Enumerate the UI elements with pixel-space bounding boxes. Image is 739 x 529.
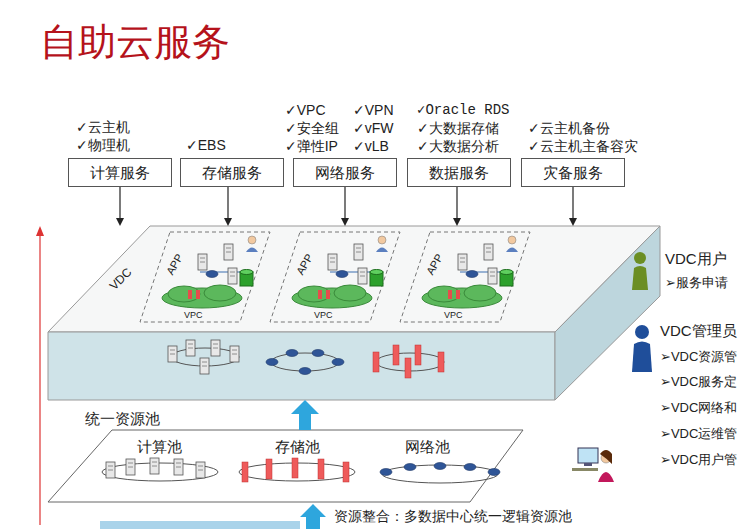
vpc-label: VPC	[314, 310, 333, 321]
app-panel: APP VPC	[270, 232, 400, 322]
pool-label: 计算池	[137, 438, 182, 456]
service-label: 网络服务	[315, 159, 375, 186]
check-item: ✓云主机备份	[528, 120, 610, 137]
check-item: ✓大数据存储	[417, 120, 499, 137]
panel-label: APP	[164, 252, 186, 278]
vpc-label: VPC	[444, 310, 463, 321]
role-title: VDC管理员	[660, 322, 737, 340]
check-item: ✓Oracle RDS	[417, 102, 509, 119]
layer-label: 统一资源池	[85, 410, 160, 428]
check-item: ✓云主机主备容灾	[528, 138, 638, 155]
check-item: ✓vFW	[353, 120, 394, 137]
check-item: ✓弹性IP	[285, 138, 338, 155]
check-item: ✓云主机	[76, 119, 130, 136]
resource-layer: 统一资源池	[48, 332, 658, 400]
service-label: 计算服务	[90, 159, 150, 186]
service-box: ✓VPC✓VPN✓安全组✓vFW✓弹性IP✓vLB网络服务	[293, 158, 397, 187]
pool-plane: 计算池 存储池 网络池	[48, 430, 523, 502]
title: 自助云服务	[40, 20, 230, 66]
arrow	[456, 187, 457, 218]
pool-label: 网络池	[405, 438, 450, 456]
block-arrow	[299, 414, 311, 430]
service-label: 灾备服务	[543, 159, 603, 186]
vdc-plane: APP VPC APP VPC APP VPC VDC	[48, 226, 660, 332]
role-title: VDC用户	[665, 250, 727, 268]
arrow	[119, 187, 120, 218]
role-item: ➢VDC运维管	[660, 426, 737, 442]
check-item: ✓安全组	[285, 120, 339, 137]
panel-label: APP	[294, 252, 316, 278]
check-item: ✓大数据分析	[417, 138, 499, 155]
app-panel: APP VPC	[140, 232, 270, 322]
arrow	[227, 187, 228, 218]
role-group: VDC管理员 ➢VDC资源管 ➢VDC服务定 ➢VDC网络和 ➢VDC运维管 ➢VDC用户…	[658, 322, 739, 472]
check-item: ✓物理机	[76, 137, 130, 154]
pool-label: 存储池	[275, 438, 320, 456]
check-item: ✓VPC	[285, 102, 326, 119]
service-box: ✓EBS存储服务	[180, 158, 284, 187]
app-panel: APP VPC	[400, 232, 530, 322]
role-item: ➢VDC用户管	[660, 452, 737, 468]
service-label: 数据服务	[429, 159, 489, 186]
arrow	[344, 187, 345, 218]
service-box: ✓Oracle RDS✓大数据存储✓大数据分析数据服务	[407, 158, 511, 187]
note-label: 资源整合：多数据中心统一逻辑资源池	[334, 508, 572, 525]
role-group: VDC用户 ➢服务申请	[662, 250, 739, 296]
plane-label: VDC	[107, 265, 135, 293]
check-item: ✓vLB	[353, 138, 389, 155]
service-label: 存储服务	[202, 159, 262, 186]
check-item: ✓VPN	[353, 102, 394, 119]
service-box: ✓云主机备份✓云主机主备容灾灾备服务	[521, 158, 625, 187]
role-item: ➢服务申请	[665, 275, 728, 291]
arrow	[572, 187, 573, 218]
check-item: ✓EBS	[186, 137, 226, 154]
role-item: ➢VDC网络和	[660, 400, 737, 416]
vpc-label: VPC	[184, 310, 203, 321]
role-item: ➢VDC服务定	[660, 374, 737, 390]
service-box: ✓云主机✓物理机计算服务	[68, 158, 172, 187]
panel-label: APP	[424, 252, 446, 278]
role-item: ➢VDC资源管	[660, 349, 737, 365]
